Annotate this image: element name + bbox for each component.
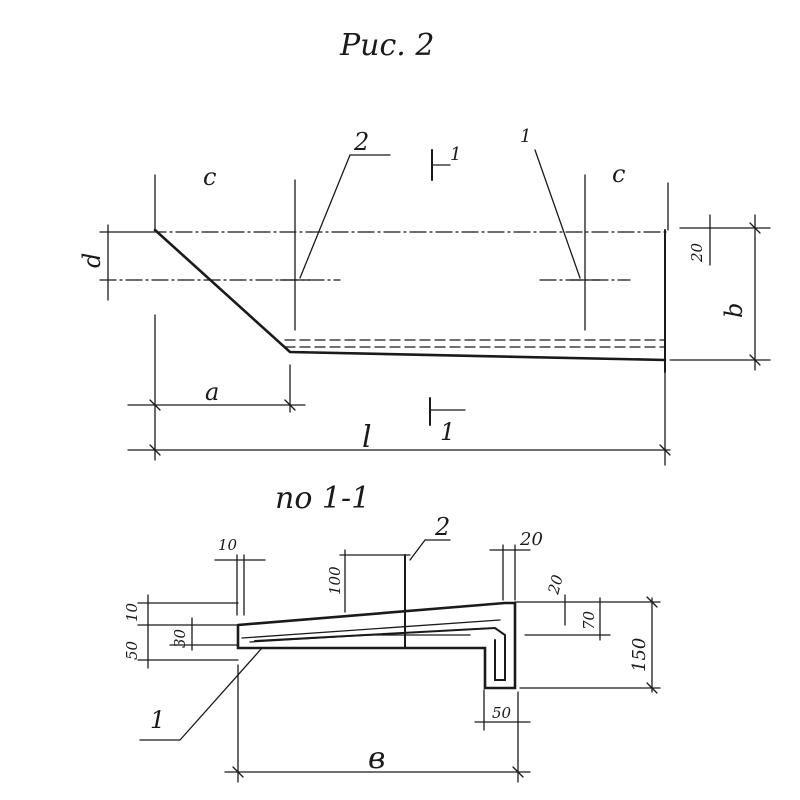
leader-section-1 [139, 647, 263, 741]
dim-30-label: 30 [171, 628, 189, 648]
dim-50-left-label: 50 [123, 640, 141, 660]
dim-150-tick-top [646, 596, 658, 608]
label-b: b [720, 303, 748, 318]
section-title: по 1-1 [275, 481, 370, 516]
dim-b-width-tick-right [512, 766, 524, 778]
label-1-top: 1 [450, 144, 461, 165]
leader-top-right [534, 149, 581, 279]
slab-outline [153, 228, 667, 362]
callout-1-section: 1 [150, 706, 165, 734]
dim-b-width-tick-left [232, 766, 244, 778]
label-l: l [362, 420, 372, 455]
dim-150-label: 150 [629, 638, 650, 672]
dim-10-label: 10 [218, 536, 238, 554]
dim-l-tick-left [149, 444, 161, 456]
dim-150-tick-bottom [646, 682, 658, 694]
leader-2 [299, 154, 391, 279]
label-a: a [205, 378, 219, 406]
label-c-right: c [612, 160, 625, 188]
dim-b-tick-top [749, 222, 761, 234]
dim-b-tick-bottom [749, 354, 761, 366]
dim-100-label: 100 [326, 566, 344, 595]
dim-a-tick-right [284, 399, 296, 411]
dim-10-left-label: 10 [123, 602, 141, 622]
section-outline [236, 601, 517, 690]
dim-20-right-label: 20 [544, 572, 567, 597]
dim-l-tick-right [659, 444, 671, 456]
dim-70-label: 70 [580, 610, 598, 630]
label-c-left: c [203, 163, 216, 191]
label-b-width: в [368, 741, 385, 776]
figure-title: Рис. 2 [339, 28, 434, 63]
inner-rib-line [241, 619, 501, 639]
label-2-plan: 2 [353, 128, 369, 156]
label-20-plan: 20 [688, 242, 706, 263]
label-d: d [78, 253, 106, 268]
label-1-bottom: 1 [440, 418, 455, 446]
dim-20-top-label: 20 [519, 529, 543, 550]
section-view: 10 20 100 20 70 150 10 30 50 50 в 1 2 [123, 513, 661, 783]
callout-2-section: 2 [434, 513, 450, 541]
label-top-right-leader: 1 [520, 126, 531, 147]
plan-view: c c 2 1 1 a 1 l b d 20 [78, 126, 771, 466]
leader-section-2 [409, 539, 451, 561]
dim-50-bottom-label: 50 [492, 704, 512, 722]
dim-a-tick-left [149, 399, 161, 411]
rebar-hook [254, 626, 506, 681]
